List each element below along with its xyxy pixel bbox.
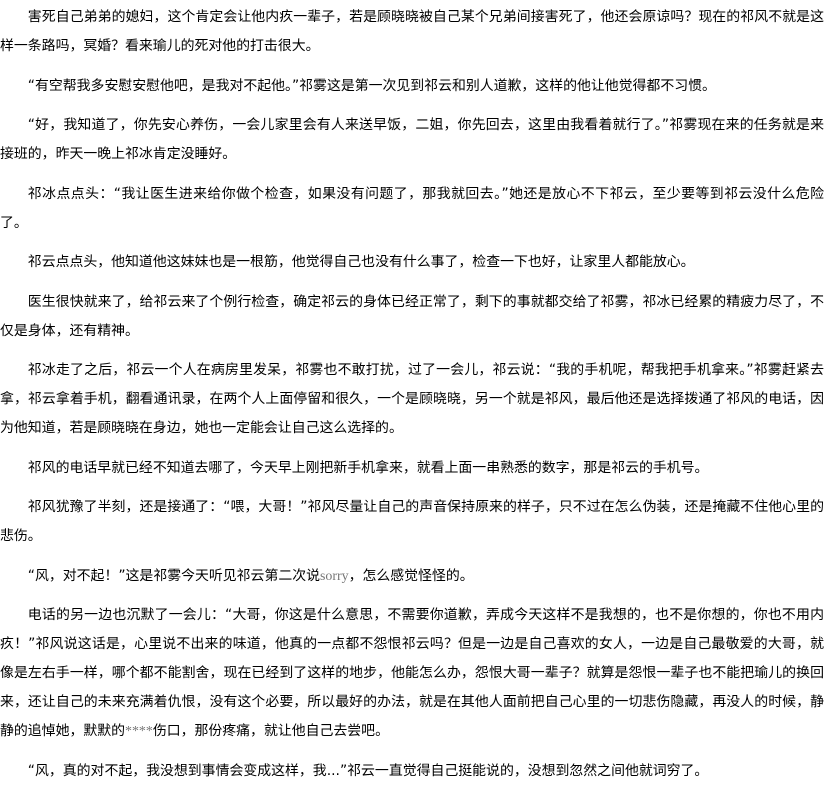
paragraph: “风，真的对不起，我没想到事情会变成这样，我...”祁云一直觉得自己挺能说的，没… [27,762,709,779]
paragraph: “有空帮我多安慰安慰他吧，是我对不起他。”祁雾这是第一次见到祁云和别人道歉，这样… [27,77,716,94]
paragraph: 祁云点点头，他知道他这妹妹也是一根筋，他觉得自己也没有什么事了，检查一下也好，让… [27,254,695,270]
sorry-text: sorry [320,568,349,584]
paragraph: 医生很快就来了，给祁云来了个例行检查，确定祁云的身体已经正常了，剩下的事就都交给… [0,293,824,339]
censored-text: **** [125,724,153,739]
text: ，怎么感觉怪怪的。 [348,567,474,584]
text: “风，对不起！”这是祁雾今天听见祁云第二次说 [27,567,321,584]
paragraph: 祁冰点点头：“我让医生进来给你做个检查，如果没有问题了，那我就回去。”她还是放心… [0,185,824,231]
paragraph: 电话的另一边也沉默了一会儿：“大哥，你这是什么意思，不需要你道歉，弄成今天这样不… [0,601,824,746]
paragraph: 祁风的电话早就已经不知道去哪了，今天早上刚把新手机拿来，就看上面一串熟悉的数字，… [27,459,709,476]
paragraph: 祁冰走了之后，祁云一个人在病房里发呆，祁雾也不敢打扰，过了一会儿，祁云说：“我的… [0,362,824,436]
paragraph: “好，我知道了，你先安心养伤，一会儿家里会有人来送早饭，二姐，你先回去，这里由我… [0,117,824,162]
paragraph: “风，对不起！”这是祁雾今天听见祁云第二次说sorry，怎么感觉怪怪的。 [0,562,824,591]
paragraph: 害死自己弟弟的媳妇，这个肯定会让他内疚一辈子，若是顾晓晓被自己某个兄弟间接害死了… [0,9,824,54]
text: 伤口，那份疼痛，就让他自己去尝吧。 [152,723,389,739]
paragraph: 祁风犹豫了半刻，还是接通了：“喂，大哥！”祁风尽量让自己的声音保持原来的样子，只… [0,499,824,544]
text: 电话的另一边也沉默了一会儿：“大哥，你这是什么意思，不需要你道歉，弄成今天这样不… [0,607,824,739]
